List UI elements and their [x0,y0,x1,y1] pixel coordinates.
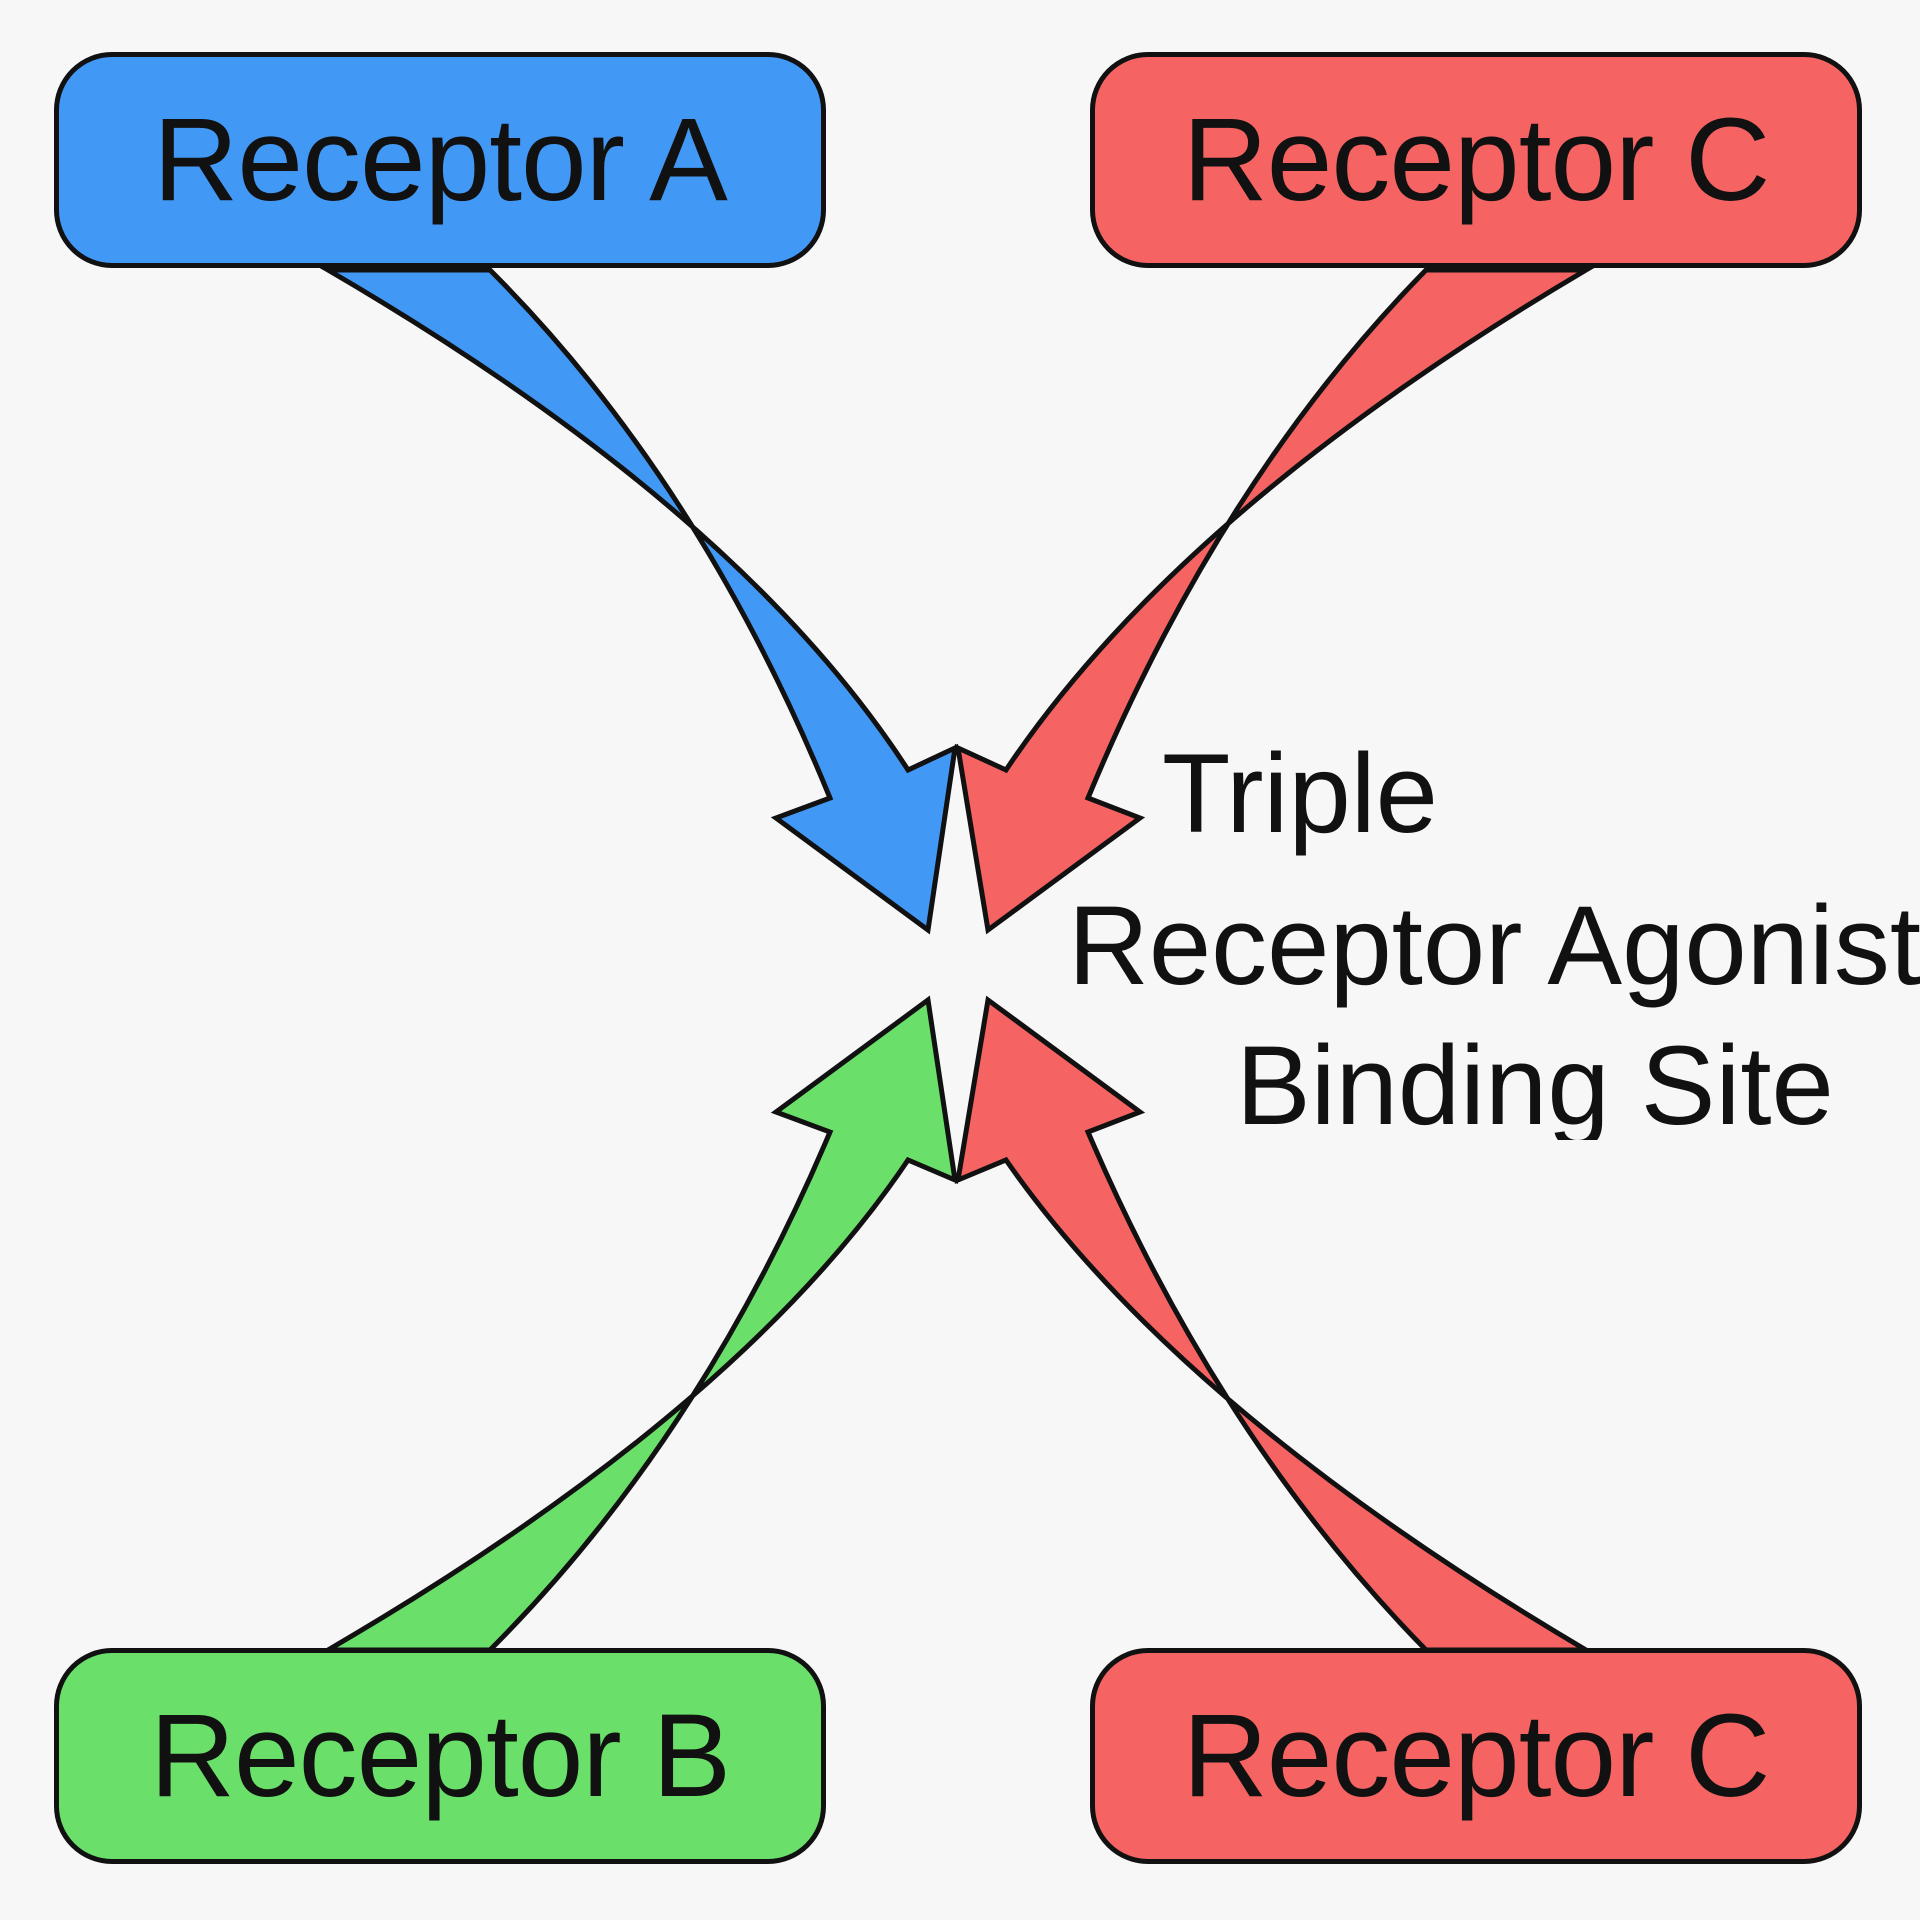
receptor-c-top-box: Receptor C [1090,52,1862,268]
receptor-b-box: Receptor B [54,1648,826,1864]
receptor-b-label: Receptor B [149,1690,731,1822]
binding-site-line-2: Receptor Agonist [1068,883,1920,1008]
receptor-c-top-label: Receptor C [1182,94,1771,226]
receptor-a-label: Receptor A [153,94,728,226]
receptor-c-bottom-label: Receptor C [1182,1690,1771,1822]
binding-site-line-1: Triple [1162,731,1438,856]
receptor-a-box: Receptor A [54,52,826,268]
arrow-receptor-b [318,995,959,1653]
binding-site-label: Triple Receptor Agonist Binding Site [1068,720,1920,1141]
arrow-receptor-c-bottom [954,995,1596,1653]
receptor-c-bottom-box: Receptor C [1090,1648,1862,1864]
binding-site-line-3: Binding Site [1236,1023,1834,1141]
arrow-receptor-a [318,267,959,935]
arrow-receptor-c-top [954,267,1596,935]
